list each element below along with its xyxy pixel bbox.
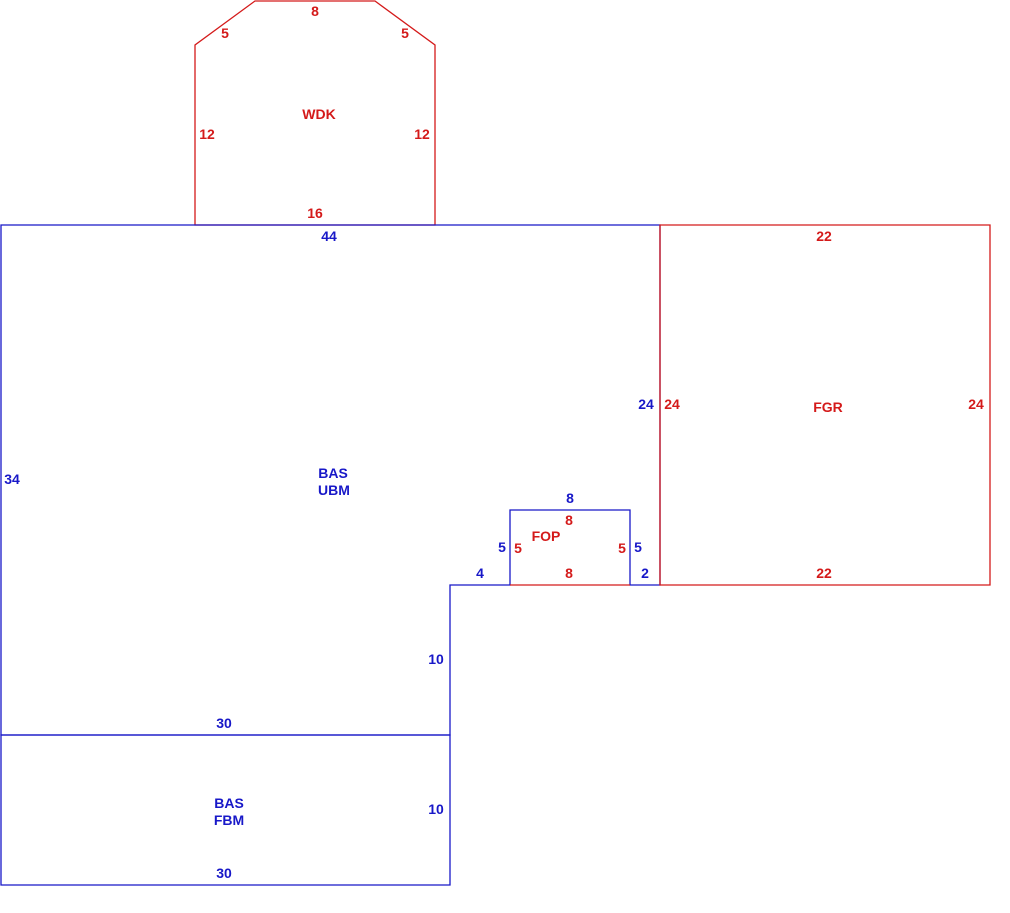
dim-ubm-lower-right: 10 — [428, 651, 444, 667]
dim-ubm-right-inner: 24 — [638, 396, 654, 412]
dim-ubm-step-left: 4 — [476, 565, 484, 581]
dim-fop-left: 5 — [514, 540, 522, 556]
fop-label: FOP — [532, 528, 561, 544]
dim-fbm-bottom: 30 — [216, 865, 232, 881]
dim-fop-top: 8 — [565, 512, 573, 528]
fgr-label: FGR — [813, 399, 843, 415]
dim-ubm-notch-right: 5 — [634, 539, 642, 555]
dim-wdk-top: 8 — [311, 3, 319, 19]
dim-ubm-notch-left: 5 — [498, 539, 506, 555]
dim-ubm-top: 44 — [321, 228, 337, 244]
dim-wdk-left: 12 — [199, 126, 215, 142]
fgr-outline — [659, 224, 991, 586]
dim-fgr-left: 24 — [664, 396, 680, 412]
bas-ubm-label-1: BAS — [318, 465, 348, 481]
dim-fgr-right: 24 — [968, 396, 984, 412]
dim-ubm-notch-top: 8 — [566, 490, 574, 506]
dim-fbm-right: 10 — [428, 801, 444, 817]
bas-fbm-outline — [0, 734, 451, 886]
dim-ubm-bottom: 30 — [216, 715, 232, 731]
bas-fbm-label-1: BAS — [214, 795, 244, 811]
bas-ubm-label-2: UBM — [318, 482, 350, 498]
dim-wdk-bottom: 16 — [307, 205, 323, 221]
dim-fop-right: 5 — [618, 540, 626, 556]
dim-fop-bottom: 8 — [565, 565, 573, 581]
dim-ubm-step-right: 2 — [641, 565, 649, 581]
dim-fgr-bottom: 22 — [816, 565, 832, 581]
wdk-label: WDK — [302, 106, 335, 122]
dim-wdk-right: 12 — [414, 126, 430, 142]
dim-wdk-diag-left: 5 — [221, 25, 229, 41]
dim-wdk-diag-right: 5 — [401, 25, 409, 41]
dim-ubm-left: 34 — [4, 471, 20, 487]
dim-fgr-top: 22 — [816, 228, 832, 244]
bas-fbm-label-2: FBM — [214, 812, 244, 828]
